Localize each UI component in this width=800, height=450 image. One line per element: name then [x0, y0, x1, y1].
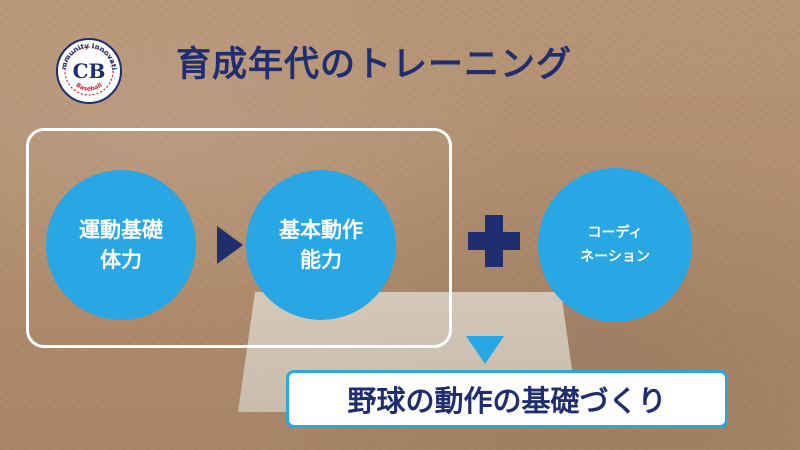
step-label-line2: 能力	[300, 248, 342, 272]
baseball-logo: Community Innovation CB Baseball	[56, 38, 122, 104]
step-circle-coordination: コーディ ネーション	[538, 168, 692, 322]
arrow-right-icon	[217, 226, 243, 264]
arrow-down-icon	[466, 336, 504, 364]
logo-text-bottom: Baseball	[75, 82, 104, 93]
page-title: 育成年代のトレーニング	[176, 45, 573, 85]
step-circle-basic-fitness: 運動基礎 体力	[46, 170, 196, 320]
plus-icon	[468, 215, 520, 267]
result-box: 野球の動作の基礎づくり	[286, 370, 728, 428]
foundation-group-frame	[26, 128, 452, 348]
step-label-line2: 体力	[100, 248, 142, 272]
logo-letters: CB	[73, 59, 106, 83]
step-circle-basic-motion: 基本動作 能力	[246, 170, 396, 320]
svg-text:Baseball: Baseball	[75, 82, 104, 93]
result-label: 野球の動作の基礎づくり	[347, 384, 667, 418]
step-label-line1: 基本動作	[279, 218, 363, 242]
extra-label-line1: コーディ	[587, 225, 643, 241]
step-label-line1: 運動基礎	[79, 218, 163, 242]
extra-label-line2: ネーション	[580, 249, 650, 265]
